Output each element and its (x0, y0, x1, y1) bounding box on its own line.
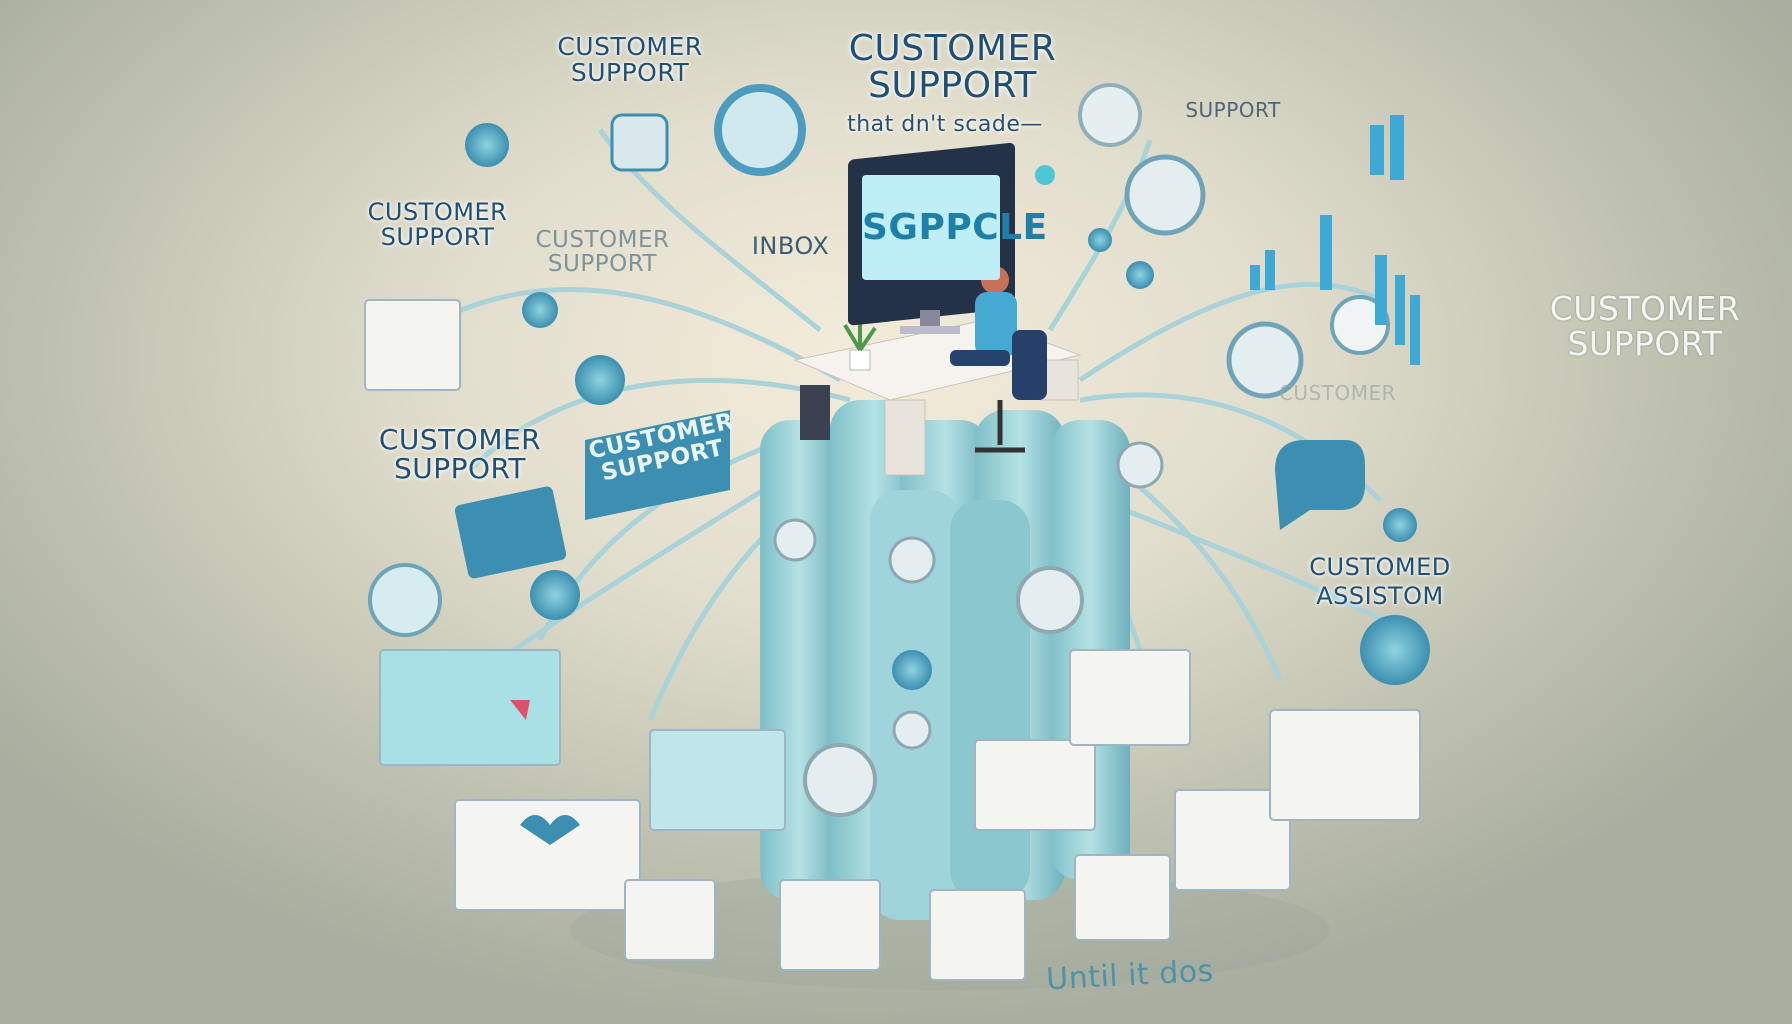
user-icon (530, 570, 580, 620)
paper-stack (1074, 854, 1171, 941)
paper-stack (454, 799, 641, 911)
paper-stack (624, 879, 716, 961)
label-assist-line2: Assistom (1316, 582, 1444, 610)
label-left-lower: Customer Support (378, 423, 542, 486)
eye-icon (1383, 508, 1417, 542)
desk-drawers (884, 399, 926, 476)
office-chair (1012, 330, 1047, 400)
paper-stack (779, 879, 881, 971)
paper-stack (929, 889, 1026, 981)
mail-icon (610, 113, 669, 172)
support-icon (368, 563, 442, 637)
magnifier-icon (714, 84, 806, 176)
paper-stack (1269, 709, 1421, 821)
main-title-line1: Customer (848, 28, 1057, 69)
settings-icon (575, 355, 625, 405)
heart-icon (520, 815, 580, 845)
paper-stack (974, 739, 1096, 831)
label-assist-line1: Customed (1309, 553, 1451, 581)
main-title-tagline: that dn't scade— (847, 112, 1043, 137)
label-right-white: Customer Support (1549, 289, 1741, 363)
heart-bubble-icon (1226, 321, 1304, 399)
a-icon (1360, 615, 1430, 685)
plant-icon (843, 320, 877, 371)
label-top-left: Customer Support (557, 32, 703, 88)
icon-bubbles (368, 83, 1430, 817)
label-inbox: Inbox (751, 232, 830, 260)
chat-bubble-icon (1275, 440, 1365, 530)
chat-icon (465, 123, 509, 167)
paper-stack (1174, 789, 1291, 891)
computer-tower (800, 385, 830, 440)
link-icon (522, 292, 558, 328)
document-icon (454, 486, 567, 579)
gear-icon (803, 743, 877, 817)
label-support-top-right: Support (1185, 98, 1281, 122)
monitor-screen-text: SGPPCLE (862, 175, 1047, 280)
paper-stack (364, 299, 461, 391)
label-left-upper: Customer Support (367, 198, 508, 252)
m-icon (1078, 83, 1142, 147)
bar-chart-icon (1250, 115, 1420, 365)
person-at-desk (950, 266, 1047, 453)
paper-stacks (364, 299, 1421, 981)
label-left-faded: Customer Support (535, 227, 670, 278)
customer-support-sign (585, 410, 730, 520)
copyright-icon (1330, 295, 1390, 355)
main-title-line2: Support (868, 65, 1037, 106)
paper-stack (649, 729, 786, 831)
label-right-faded: Customer (1278, 381, 1397, 405)
bookmark-icon (510, 700, 530, 720)
target-icon (1124, 154, 1206, 236)
paper-stack (379, 649, 561, 766)
paper-stack (1069, 649, 1191, 746)
